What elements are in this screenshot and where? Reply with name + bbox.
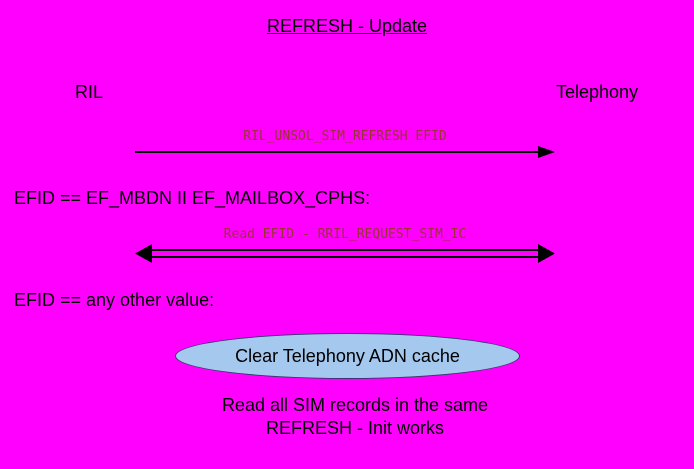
actor-telephony: Telephony: [556, 82, 639, 102]
message-read-efid: Read EFID - RRIL_REQUEST_SIM_IC: [135, 227, 555, 265]
note-text: Read all SIM records in the same REFRESH…: [130, 394, 580, 440]
clear-cache-ellipse: Clear Telephony ADN cache: [175, 333, 520, 379]
clear-cache-label: Clear Telephony ADN cache: [235, 345, 460, 366]
diagram-title: REFRESH - Update: [266, 16, 428, 36]
arrow-double-icon: [135, 244, 555, 263]
condition-mbdn-mailbox: EFID == EF_MBDN II EF_MAILBOX_CPHS:: [14, 188, 371, 208]
condition-other-value: EFID == any other value:: [14, 290, 215, 310]
message-refresh-efid: RIL_UNSOL_SIM_REFRESH EFID: [135, 129, 555, 159]
message-read-efid-label: Read EFID - RRIL_REQUEST_SIM_IC: [223, 227, 467, 242]
note-line-2: REFRESH - Init works: [265, 418, 445, 438]
arrow-right-icon: [135, 146, 555, 158]
message-refresh-efid-label: RIL_UNSOL_SIM_REFRESH EFID: [243, 129, 447, 144]
actor-ril: RIL: [75, 82, 104, 102]
note-line-1: Read all SIM records in the same: [221, 395, 489, 415]
